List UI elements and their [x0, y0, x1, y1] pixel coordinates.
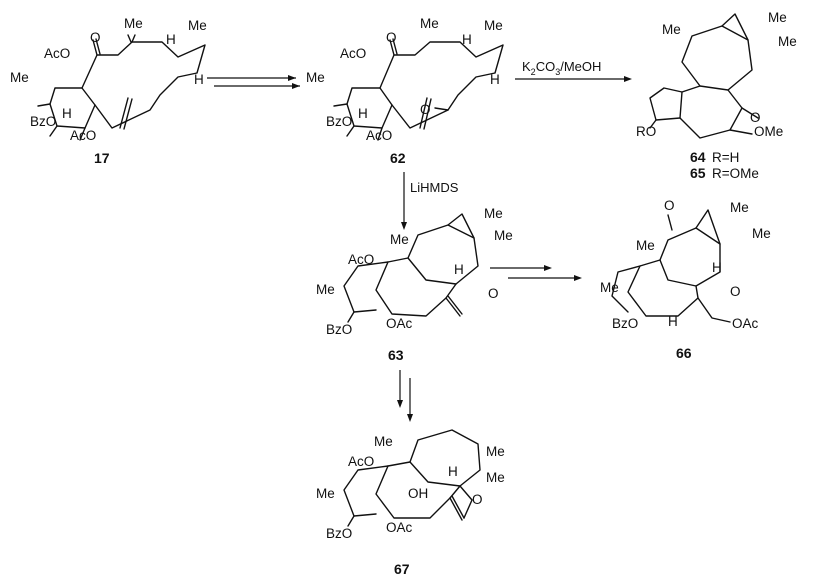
label-me: Me — [486, 444, 505, 459]
reagent-k2co3-meoh: K2CO3/MeOH — [522, 59, 601, 77]
label-me: Me — [730, 200, 749, 215]
label-me: Me — [494, 228, 513, 243]
label-me: Me — [124, 16, 143, 31]
compound-number-67: 67 — [394, 561, 410, 577]
label-o: O — [472, 492, 483, 507]
label-me: Me — [316, 282, 335, 297]
label-aco: AcO — [348, 252, 374, 267]
compound-64-r: R=H — [712, 150, 739, 165]
compound-66: Me Me Me O H Me O BzO H OAc 66 — [600, 198, 771, 361]
label-h: H — [62, 106, 72, 121]
label-me: Me — [390, 232, 409, 247]
label-me: Me — [374, 434, 393, 449]
compound-65-r: R=OMe — [712, 166, 759, 181]
label-me: Me — [316, 486, 335, 501]
label-me: Me — [420, 16, 439, 31]
label-me: Me — [484, 206, 503, 221]
arrow-62-to-63: LiHMDS — [401, 172, 459, 230]
label-h: H — [490, 72, 500, 87]
arrow-63-to-66 — [490, 265, 582, 281]
label-bzo: BzO — [326, 322, 352, 337]
label-me: Me — [486, 470, 505, 485]
label-h: H — [454, 262, 464, 277]
label-aco: AcO — [366, 128, 392, 143]
label-me: Me — [778, 34, 797, 49]
compound-number-63: 63 — [388, 347, 404, 363]
compound-number-64: 64 — [690, 149, 706, 165]
label-aco: AcO — [70, 128, 96, 143]
label-o: O — [488, 286, 499, 301]
arrow-17-to-62 — [207, 75, 300, 89]
arrow-62-to-64: K2CO3/MeOH — [515, 59, 632, 82]
compound-64-65: Me Me Me O OMe RO 64 R=H 65 R=OMe — [636, 10, 797, 181]
label-bzo: BzO — [326, 114, 352, 129]
label-o: O — [386, 30, 397, 45]
label-ro: RO — [636, 124, 656, 139]
compound-number-66: 66 — [676, 345, 692, 361]
label-o: O — [90, 30, 101, 45]
label-h: H — [462, 32, 472, 47]
label-ome: OMe — [754, 124, 783, 139]
compound-17: AcO Me H BzO AcO O Me H Me H 17 — [10, 16, 207, 166]
label-me: Me — [10, 70, 29, 85]
label-me: Me — [752, 226, 771, 241]
label-me: Me — [188, 18, 207, 33]
label-h: H — [712, 260, 722, 275]
label-aco: AcO — [44, 46, 70, 61]
label-o: O — [664, 198, 675, 213]
label-o: O — [750, 110, 761, 125]
label-h: H — [358, 106, 368, 121]
label-me: Me — [484, 18, 503, 33]
arrow-63-to-67 — [397, 370, 413, 422]
label-h: H — [194, 72, 204, 87]
label-bzo: BzO — [30, 114, 56, 129]
label-o: O — [420, 102, 431, 117]
label-aco: AcO — [348, 454, 374, 469]
reagent-lihmds: LiHMDS — [410, 180, 459, 195]
compound-67: Me Me Me AcO H Me OH O BzO OAc 67 — [316, 429, 505, 577]
label-me: Me — [768, 10, 787, 25]
label-oh: OH — [408, 486, 428, 501]
label-me: Me — [662, 22, 681, 37]
label-h: H — [448, 464, 458, 479]
compound-62: AcO Me H BzO AcO O Me H Me H O 62 — [306, 16, 504, 166]
label-bzo: BzO — [612, 316, 638, 331]
label-me: Me — [636, 238, 655, 253]
label-bzo: BzO — [326, 526, 352, 541]
label-oac: OAc — [732, 316, 759, 331]
label-me: Me — [600, 280, 619, 295]
label-o: O — [730, 284, 741, 299]
compound-number-17: 17 — [94, 150, 110, 166]
compound-number-62: 62 — [390, 150, 406, 166]
compound-number-65: 65 — [690, 165, 706, 181]
label-aco: AcO — [340, 46, 366, 61]
label-h: H — [166, 32, 176, 47]
label-oac: OAc — [386, 316, 413, 331]
compound-63: Me Me Me AcO Me H O BzO OAc 63 — [316, 206, 513, 363]
label-oac: OAc — [386, 520, 413, 535]
label-me: Me — [306, 70, 325, 85]
label-h: H — [668, 314, 678, 329]
